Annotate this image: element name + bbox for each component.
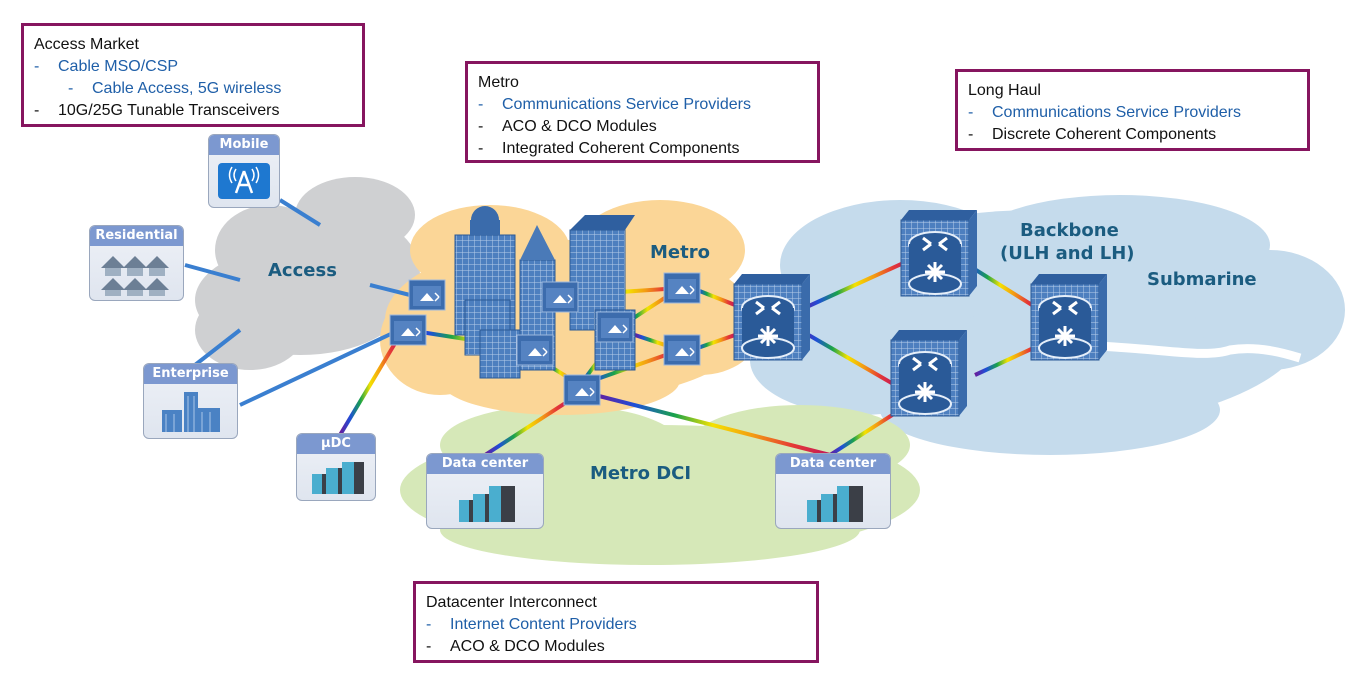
residential-card: Residential	[89, 225, 184, 301]
access-cloud	[195, 177, 420, 370]
region-label-metro-dci: Metro DCI	[590, 463, 692, 484]
houses-icon	[100, 256, 169, 296]
box-item: -Discrete Coherent Components	[968, 126, 1217, 143]
datacenter-right-card: Data center	[775, 453, 891, 529]
card-title: µDC	[297, 434, 375, 454]
router-icon	[732, 272, 812, 362]
box-item: -Internet Content Providers	[426, 616, 637, 633]
metro-box: Metro -Communications Service Providers …	[465, 61, 820, 163]
box-item: -10G/25G Tunable Transceivers	[34, 102, 280, 119]
metro-node-icon	[541, 281, 579, 313]
access-market-box: Access Market -Cable MSO/CSP -Cable Acce…	[21, 23, 365, 127]
card-title: Residential	[90, 226, 183, 246]
metro-node-icon	[516, 334, 554, 366]
enterprise-card: Enterprise	[143, 363, 238, 439]
card-title: Data center	[776, 454, 890, 474]
metro-node-icon	[389, 314, 427, 346]
datacenter-interconnect-box: Datacenter Interconnect -Internet Conten…	[413, 581, 819, 663]
box-item: -Integrated Coherent Components	[478, 140, 740, 157]
access-links	[184, 198, 411, 407]
card-title: Enterprise	[144, 364, 237, 384]
box-title: Datacenter Interconnect	[426, 594, 597, 611]
box-item: -ACO & DCO Modules	[426, 638, 605, 655]
region-label-access: Access	[268, 260, 337, 281]
router-icon	[1029, 272, 1109, 362]
box-title: Metro	[478, 74, 519, 91]
metro-node-icon	[663, 272, 701, 304]
servers-icon	[459, 486, 515, 522]
router-icon	[889, 328, 969, 418]
box-item: -ACO & DCO Modules	[478, 118, 657, 135]
box-title: Access Market	[34, 36, 139, 53]
box-sub-item: -Cable Access, 5G wireless	[68, 80, 282, 97]
submarine-cable	[1054, 340, 1302, 363]
region-label-backbone: Backbone	[1020, 220, 1119, 241]
region-label-submarine: Submarine	[1147, 269, 1257, 290]
box-item: -Communications Service Providers	[478, 96, 751, 113]
region-label-metro: Metro	[650, 242, 710, 263]
long-haul-box: Long Haul -Communications Service Provid…	[955, 69, 1310, 151]
metro-node-icon	[596, 311, 634, 343]
metro-node-icon	[408, 279, 446, 311]
metro-node-icon	[663, 334, 701, 366]
datacenter-left-card: Data center	[426, 453, 544, 529]
cell-tower-icon	[218, 163, 270, 199]
micro-datacenter-card: µDC	[296, 433, 376, 501]
mobile-card: Mobile	[208, 134, 280, 208]
servers-icon	[312, 462, 364, 494]
router-icon	[899, 208, 979, 298]
card-title: Data center	[427, 454, 543, 474]
region-label-backbone-sub: (ULH and LH)	[1000, 243, 1135, 264]
servers-icon	[807, 486, 863, 522]
card-title: Mobile	[209, 135, 279, 155]
box-item: -Communications Service Providers	[968, 104, 1241, 121]
metro-node-icon	[563, 374, 601, 406]
box-item: -Cable MSO/CSP	[34, 58, 179, 75]
office-buildings-icon	[161, 392, 220, 432]
box-title: Long Haul	[968, 82, 1041, 99]
